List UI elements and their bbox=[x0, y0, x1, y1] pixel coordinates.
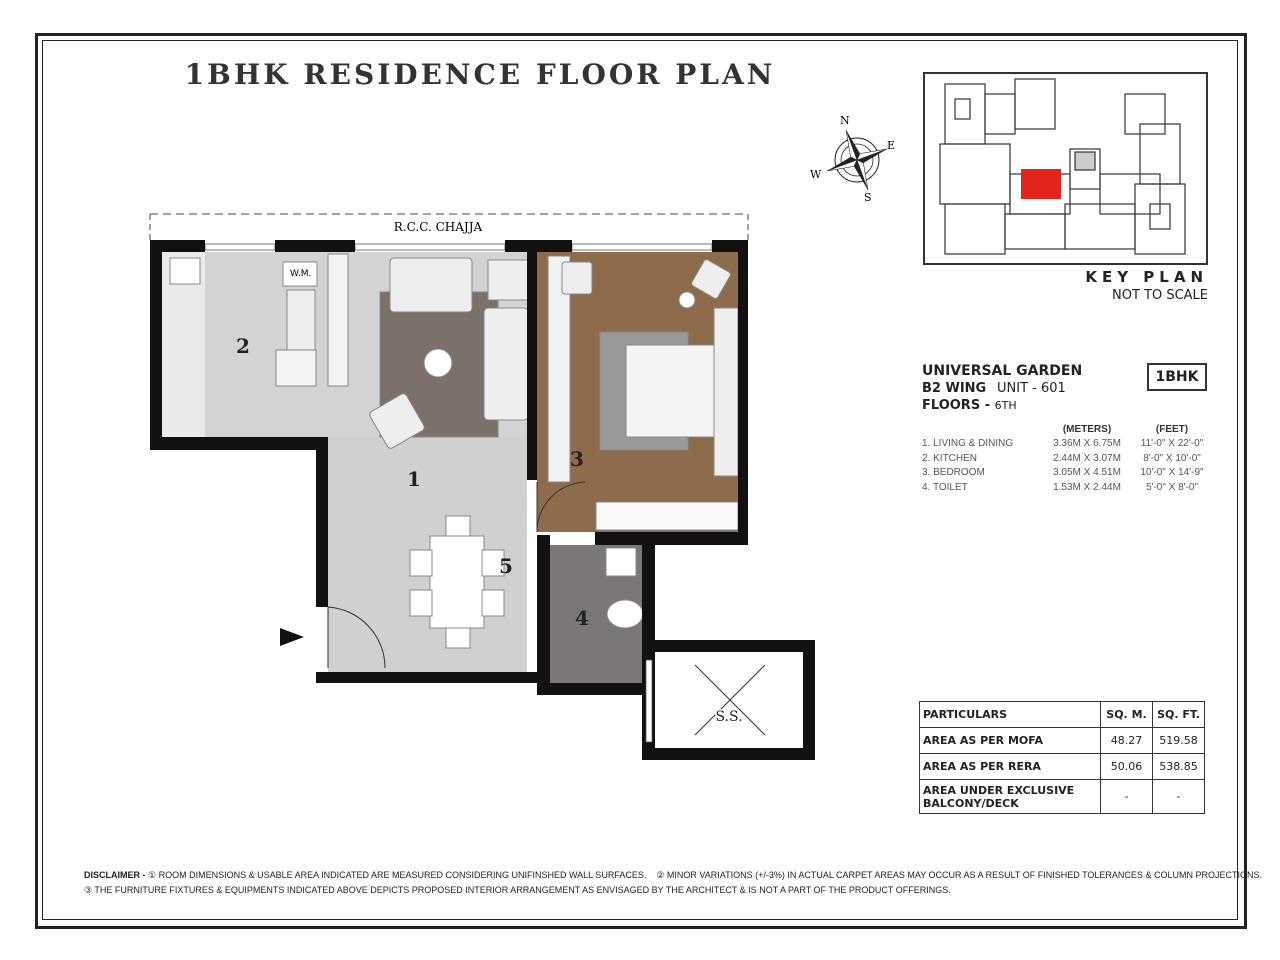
bedroom-floor-door bbox=[537, 480, 547, 532]
room-number-5: 5 bbox=[499, 554, 513, 578]
floors: FLOORS - 6TH bbox=[922, 398, 1017, 413]
shaft-cross bbox=[694, 664, 766, 736]
disclaimer: DISCLAIMER - ① ROOM DIMENSIONS & USABLE … bbox=[84, 868, 1262, 898]
key-plan-map bbox=[923, 72, 1208, 265]
disclaimer-line-1: DISCLAIMER - ① ROOM DIMENSIONS & USABLE … bbox=[84, 870, 1262, 880]
unit-number: UNIT - 601 bbox=[997, 381, 1066, 396]
entrance-arrow-icon bbox=[280, 628, 304, 646]
room-number-kitchen: 2 bbox=[236, 334, 250, 358]
walls bbox=[150, 240, 815, 760]
floors-value: 6TH bbox=[994, 399, 1017, 412]
page-border bbox=[35, 33, 1247, 929]
wing: B2 WING bbox=[922, 381, 987, 396]
table-row: AREA UNDER EXCLUSIVE BALCONY/DECK-- bbox=[919, 779, 1205, 814]
ss-label: S.S. bbox=[715, 709, 742, 725]
wm-label: W.M. bbox=[290, 269, 311, 279]
unit-type-badge: 1BHK bbox=[1147, 363, 1207, 391]
page-border-inner bbox=[42, 40, 1238, 920]
compass-n: N bbox=[840, 114, 850, 127]
dimension-header: (METERS)(FEET) bbox=[1062, 423, 1189, 435]
doors bbox=[327, 481, 586, 669]
room-number-toilet: 4 bbox=[575, 606, 589, 630]
balcony-window bbox=[645, 659, 653, 743]
key-plan-unit-highlight bbox=[1021, 169, 1061, 199]
chajja-label: R.C.C. CHAJJA bbox=[394, 220, 483, 234]
key-plan-title: KEY PLAN bbox=[1085, 268, 1208, 286]
disclaimer-line-2: ③ THE FURNITURE FIXTURES & EQUIPMENTS IN… bbox=[84, 885, 951, 895]
project-name: UNIVERSAL GARDEN bbox=[922, 363, 1083, 379]
chajja: R.C.C. CHAJJA bbox=[149, 213, 749, 240]
key-plan-subtitle: NOT TO SCALE bbox=[1111, 288, 1208, 303]
page-title: 1BHK RESIDENCE FLOOR PLAN bbox=[184, 58, 776, 91]
room-number-bedroom: 3 bbox=[570, 447, 584, 471]
compass-w: W bbox=[810, 168, 822, 181]
compass-s: S bbox=[864, 191, 872, 204]
furniture bbox=[169, 253, 739, 649]
balcony-floor bbox=[655, 652, 803, 748]
floors-label: FLOORS - bbox=[922, 398, 995, 413]
room-number-living: 1 bbox=[407, 467, 421, 491]
compass-e: E bbox=[887, 139, 895, 152]
compass-icon: N E S W bbox=[810, 114, 895, 204]
